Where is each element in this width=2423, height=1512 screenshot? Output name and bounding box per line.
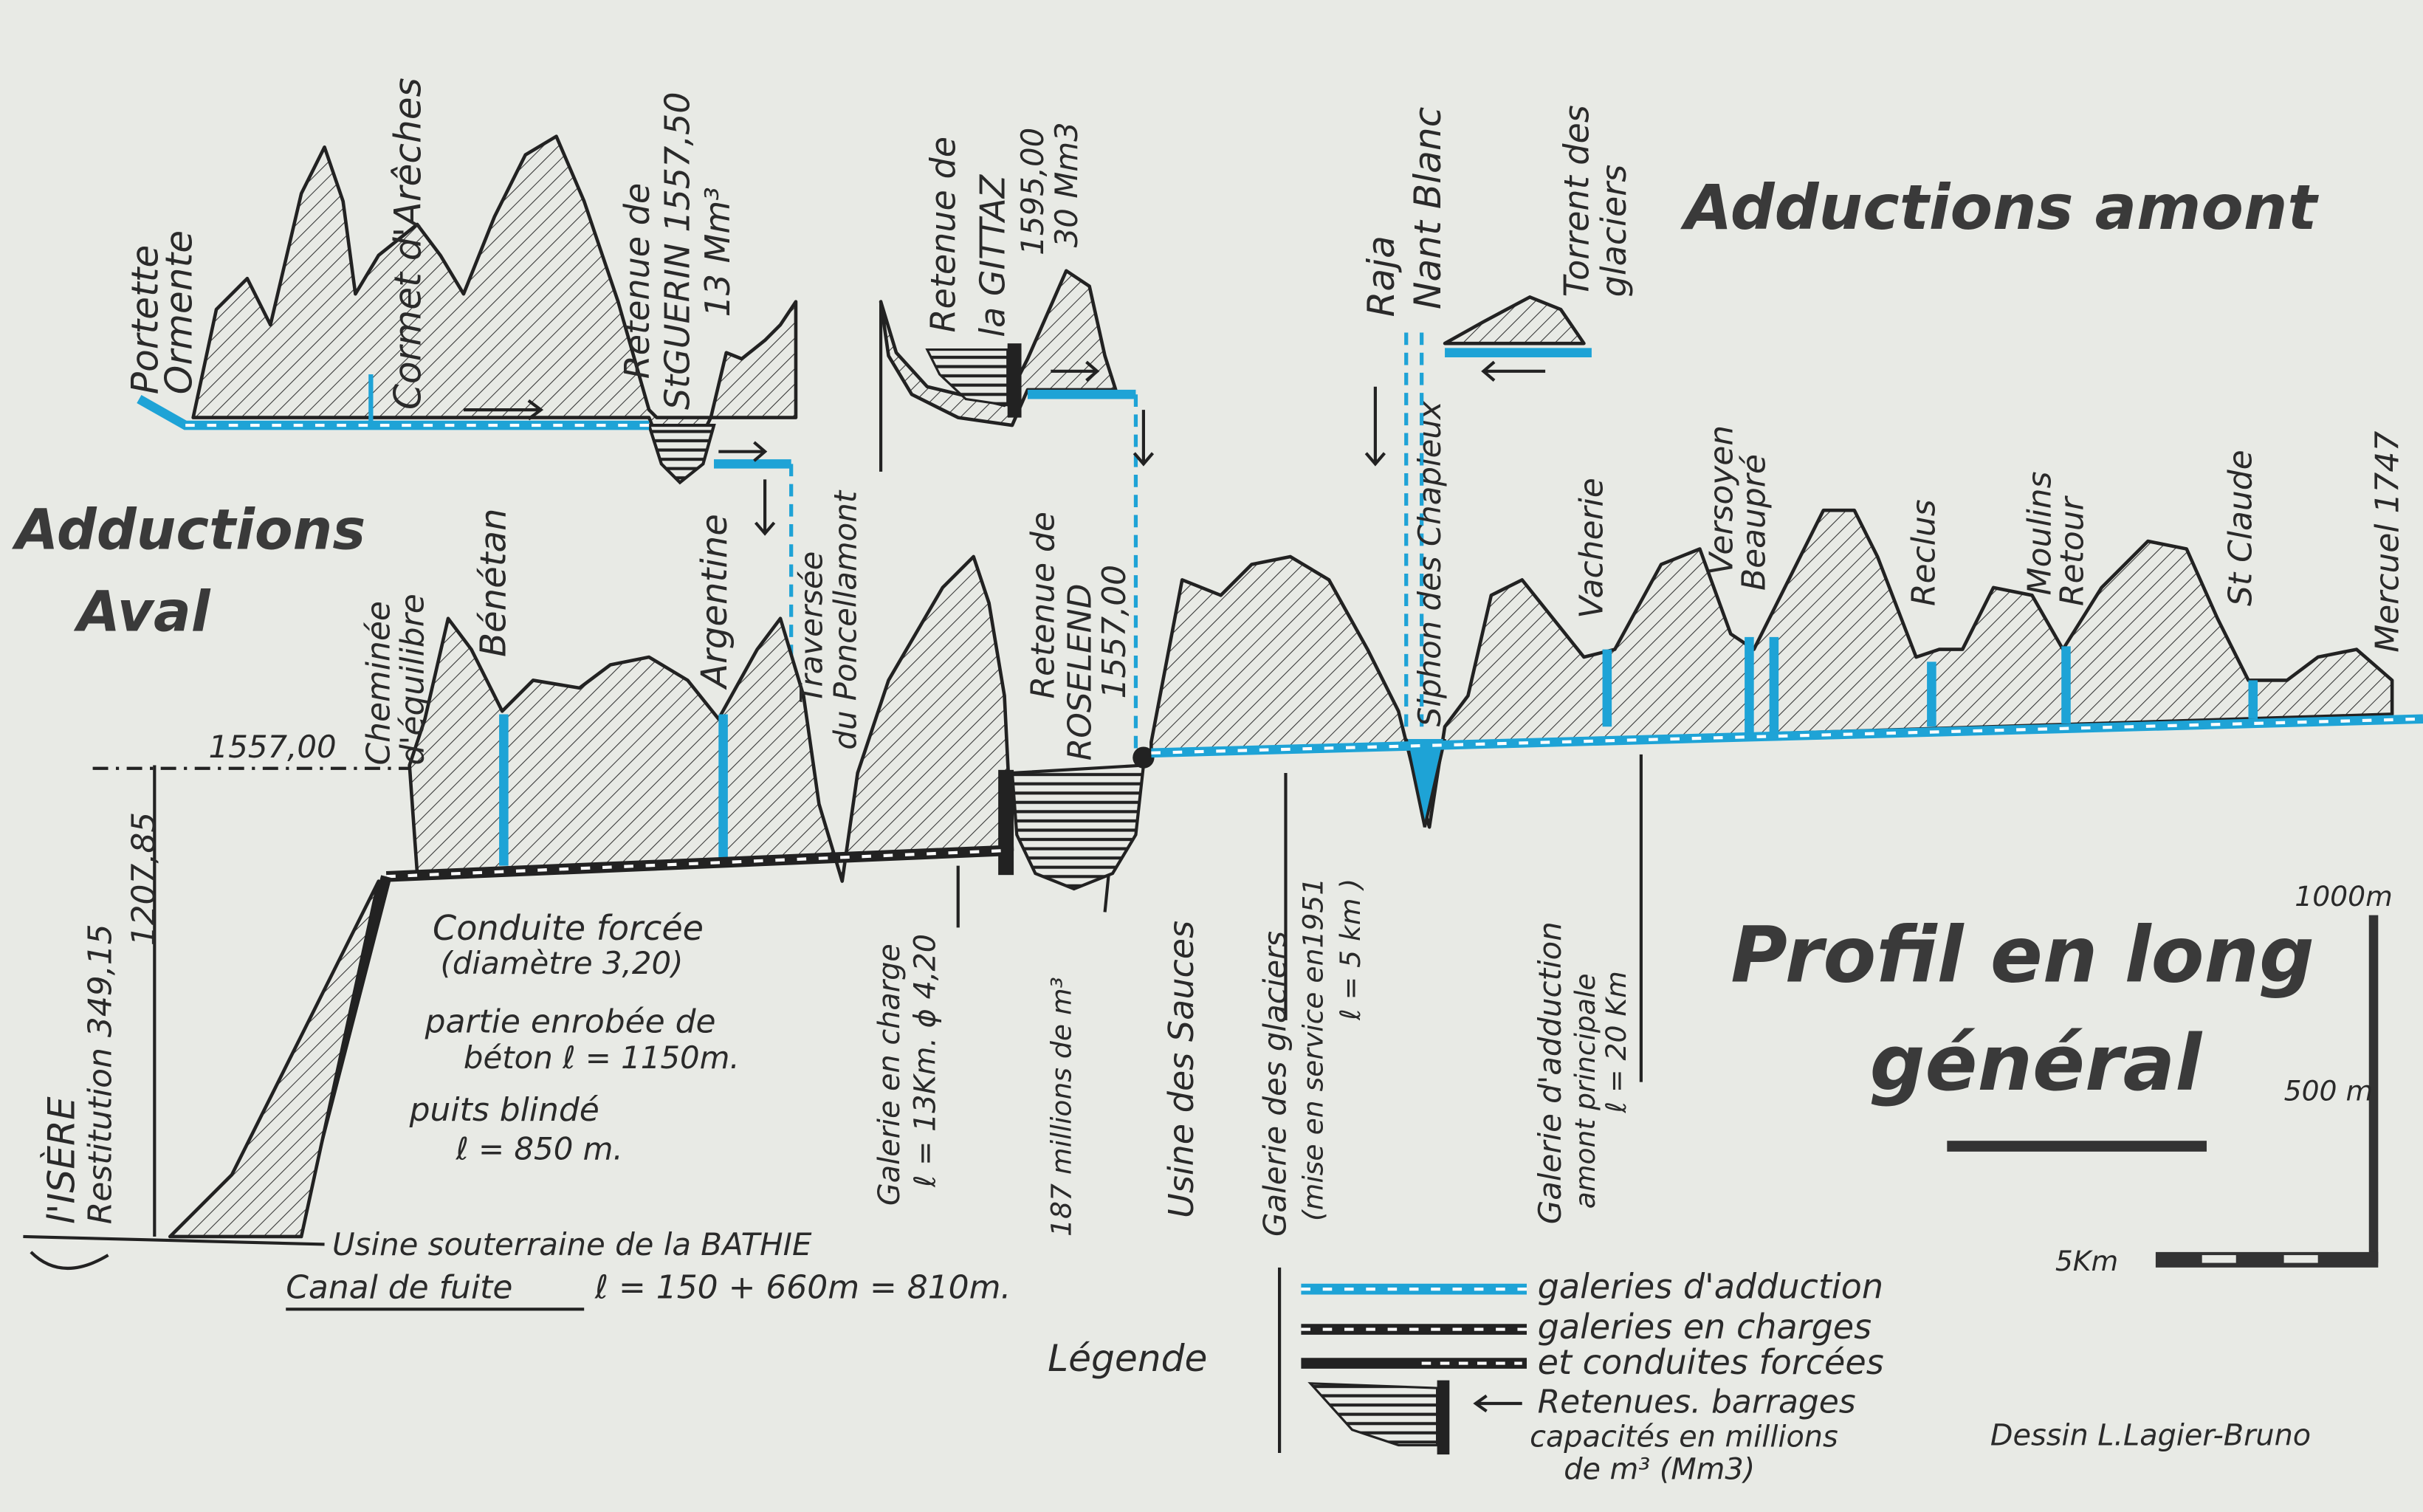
- label-enrobee-1: partie enrobée de: [425, 1003, 716, 1041]
- upper-labels: Portette Ormente Cormet d'Arêches Retenu…: [123, 78, 1633, 410]
- legend-item-adduction: galeries d'adduction: [1538, 1267, 1883, 1307]
- label-usine-bathie: Usine souterraine de la BATHIE: [332, 1226, 812, 1262]
- label-argentine: Argentine: [694, 514, 735, 690]
- label-traversee-1: Traversée: [794, 551, 830, 704]
- isere-river: [23, 1234, 325, 1270]
- label-st-claude: St Claude: [2222, 450, 2260, 606]
- gittaz-reservoir: [925, 348, 1009, 407]
- label-conduite-1: Conduite forcée: [433, 908, 704, 948]
- label-cormet: Cormet d'Arêches: [385, 78, 429, 410]
- label-glaciers-2: (mise en service en1951: [1297, 878, 1330, 1221]
- label-raja: Raja: [1359, 236, 1403, 317]
- label-glaciers-1: Galerie des glaciers: [1257, 931, 1293, 1237]
- label-gittaz-1: Retenue de: [924, 137, 963, 333]
- page-subtitle: général: [1870, 1018, 2204, 1108]
- label-mercuel: Mercuel 1747: [2369, 431, 2407, 653]
- label-usine-sauces: Usine des Sauces: [1161, 921, 1201, 1218]
- label-puits-2: ℓ = 850 m.: [455, 1130, 622, 1166]
- legend-swatch-reservoir: [1307, 1382, 1439, 1447]
- label-enrobee-2: béton ℓ = 1150m.: [464, 1040, 740, 1076]
- main-adduction-gallery: [499, 636, 2423, 866]
- label-st-guerin-1: Retenue de: [617, 183, 657, 379]
- st-guerin-reservoir: [647, 423, 716, 485]
- upper-mountain-range: [191, 134, 798, 466]
- legend: Légende galeries d'adduction galeries en…: [1048, 1267, 1884, 1487]
- label-height: 1207,85: [125, 812, 162, 946]
- roselend-reservoir: [1010, 763, 1146, 891]
- label-roselend-1: Retenue de: [1025, 512, 1062, 698]
- label-glaciers-3: ℓ = 5 km ): [1334, 879, 1367, 1021]
- title-underline: [1947, 1141, 2207, 1152]
- label-portette: Portette: [123, 245, 166, 395]
- section-adductions-amont: Adductions amont: [1680, 171, 2319, 244]
- siphon-chapieux: [1404, 738, 1447, 828]
- label-canal-length: ℓ = 150 + 660m = 810m.: [594, 1269, 1011, 1307]
- label-torrent-2: glaciers: [1594, 165, 1634, 298]
- label-adduction-3: ℓ = 20 Km: [1600, 971, 1632, 1113]
- gittaz-dam: [1007, 343, 1022, 418]
- lower-terrain: [168, 879, 381, 1239]
- scale-5km: 5Km: [2055, 1245, 2118, 1277]
- label-gittaz-3: 1595,00: [1014, 128, 1051, 255]
- label-canal: Canal de fuite: [286, 1269, 512, 1307]
- label-beaupre: Beaupré: [1735, 454, 1773, 591]
- label-ormente: Ormente: [157, 230, 201, 394]
- label-cheminee-1: Cheminée: [360, 601, 397, 765]
- label-adduction-1: Galerie d'adduction: [1532, 921, 1568, 1224]
- torrent-mountain: [1443, 295, 1586, 346]
- credit: Dessin L.Lagier-Bruno: [1990, 1419, 2311, 1453]
- legend-item-conduite: et conduites forcées: [1538, 1342, 1884, 1382]
- label-galerie-charge-2: ℓ = 13Km. ϕ 4,20: [908, 934, 942, 1188]
- main-mountain-range: [408, 554, 1014, 883]
- label-vacherie: Vacherie: [1573, 478, 1611, 619]
- label-benetan: Bénétan: [472, 508, 514, 657]
- main-labels: Cheminée d'équilibre Bénétan Argentine T…: [209, 400, 2407, 765]
- label-adduction-2: amont principale: [1569, 973, 1601, 1209]
- label-roselend-2: ROSELEND: [1062, 584, 1099, 761]
- label-cheminee-2: d'équilibre: [394, 594, 432, 765]
- legend-item-capacites: capacités en millions: [1530, 1420, 1838, 1454]
- scale-1000m: 1000m: [2295, 880, 2393, 913]
- label-st-guerin-2: StGUERIN 1557,50: [658, 92, 698, 410]
- label-galerie-charge-1: Galerie en charge: [873, 944, 907, 1206]
- label-isere: l'ISÈRE: [39, 1096, 83, 1224]
- section-adductions-aval: Adductions: [12, 498, 365, 563]
- section-aval: Aval: [74, 579, 211, 644]
- usine-des-sauces-point: [1133, 746, 1155, 769]
- label-nant-blanc: Nant Blanc: [1406, 107, 1449, 309]
- label-torrent-1: Torrent des: [1557, 105, 1597, 297]
- label-siphon: Siphon des Chapieux: [1412, 400, 1448, 726]
- label-level-1557: 1557,00: [209, 729, 337, 765]
- label-roselend-3: 1557,00: [1096, 565, 1133, 699]
- label-restitution: Restitution 349,15: [82, 924, 120, 1224]
- lower-labels: l'ISÈRE Restitution 349,15 1207,85 Condu…: [39, 812, 1632, 1311]
- label-gittaz-4: 30 Mm3: [1048, 122, 1085, 247]
- legend-item-charge: galeries en charges: [1538, 1307, 1872, 1347]
- label-reclus: Reclus: [1905, 499, 1943, 606]
- label-versoyen: Versoyen: [1702, 425, 1740, 575]
- gittaz-mountain: [879, 269, 1118, 427]
- label-millions: 187 millions de m³: [1045, 977, 1078, 1237]
- label-conduite-2: (diamètre 3,20): [441, 945, 684, 981]
- label-st-guerin-3: 13 Mm³: [698, 187, 738, 317]
- scale-bar: 1000m 500 m 5Km: [2055, 880, 2393, 1277]
- legend-title: Légende: [1048, 1336, 1207, 1380]
- roselend-dam: [998, 769, 1014, 876]
- label-gittaz-2: la GITTAZ: [973, 173, 1013, 337]
- label-moulins: Moulins: [2021, 472, 2059, 596]
- scale-500m: 500 m: [2284, 1075, 2374, 1107]
- legend-item-unit: de m³ (Mm3): [1564, 1453, 1755, 1487]
- label-traversee-2: du Poncellamont: [828, 489, 864, 749]
- label-retour: Retour: [2054, 495, 2092, 606]
- page-title: Profil en long: [1731, 910, 2314, 1000]
- label-puits-1: puits blindé: [409, 1091, 599, 1129]
- legend-arrow: [1473, 1394, 1522, 1413]
- legend-item-retenues: Retenues. barrages: [1538, 1384, 1856, 1421]
